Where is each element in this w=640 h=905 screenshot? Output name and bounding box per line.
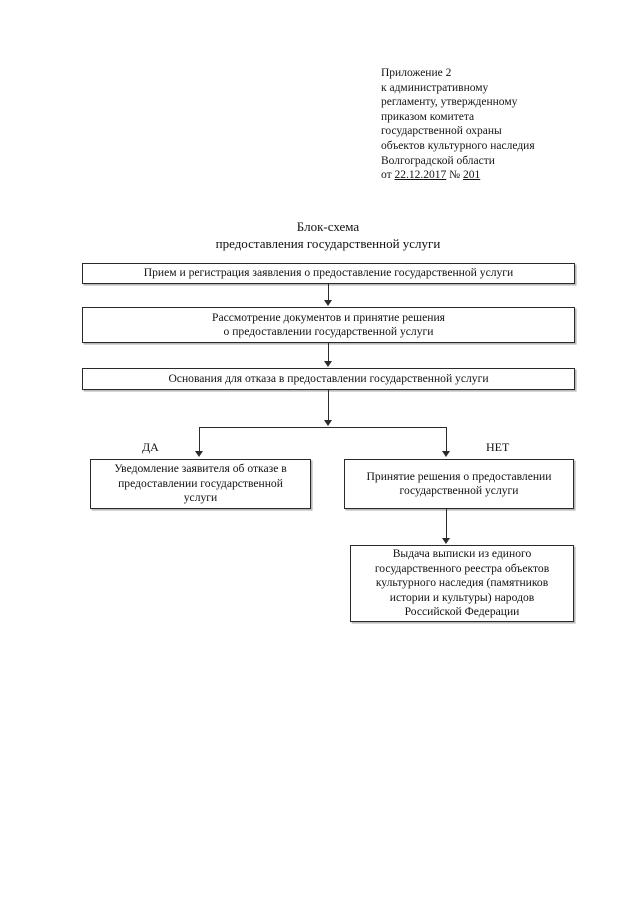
arrow-down-icon-intake-to-review [323,300,332,306]
connector-intake-to-review [327,284,329,301]
appendix-header-line-3: регламенту, утвержденному [381,96,518,109]
order-date: 22.12.2017 [394,169,447,182]
flowchart-box-decision-grant-line-2: государственной услуги [399,484,519,497]
page-title-line-2: предоставления государственной услуги [215,235,441,251]
arrow-down-icon-review-to-refusal-grounds [323,361,332,367]
connector-decision-grant-to-issue-extract [445,509,447,539]
appendix-order-line: от 22.12.2017 № 201 [381,168,631,183]
arrow-down-icon-decision-grant-to-issue-extract [441,538,450,544]
flowchart-box-review-line-2: о предоставлении государственной услуги [223,325,434,338]
flowchart-box-issue-extract-line-5: Российской Федерации [404,605,520,619]
branch-label-no: НЕТ [486,440,510,454]
order-number: 201 [462,169,481,182]
flowchart-box-notify-refusal: Уведомление заявителя об отказе в предос… [90,459,311,509]
flowchart-box-review-line-1: Рассмотрение документов и принятие решен… [212,310,445,324]
flowchart-box-issue-extract: Выдача выписки из единого государственно… [350,545,574,622]
page-title: Блок-схема предоставления государственно… [0,219,640,252]
appendix-header-line-2: к административному [381,81,489,94]
flowchart-box-refusal-grounds: Основания для отказа в предоставлении го… [82,368,575,390]
page-title-line-1: Блок-схема [296,219,360,234]
appendix-header-line-5: государственной охраны [381,125,502,138]
flowchart-box-decision-grant: Принятие решения о предоставлении госуда… [344,459,574,509]
flowchart-box-review: Рассмотрение документов и принятие решен… [82,307,575,343]
flowchart-box-intake: Прием и регистрация заявления о предоста… [82,263,575,284]
flowchart-box-refusal-grounds-text: Основания для отказа в предоставлении го… [168,371,489,385]
flowchart-box-issue-extract-line-2: государственного реестра объектов [374,561,550,575]
appendix-header-line-1: Приложение 2 [381,67,452,79]
flowchart-box-intake-text: Прием и регистрация заявления о предоста… [143,266,514,280]
connector-split-right-leg [445,427,447,452]
connector-review-to-refusal-grounds [327,343,329,362]
flowchart-box-notify-refusal-line-3: услуги [183,491,218,505]
flowchart-box-notify-refusal-line-2: предоставлении государственной [118,476,283,490]
flowchart-box-notify-refusal-line-1: Уведомление заявителя об отказе в [114,462,287,476]
branch-label-yes: ДА [142,440,159,454]
arrow-down-icon-split-right-leg [441,451,450,457]
connector-split-bar [199,427,447,429]
order-number-label: № [446,169,463,182]
appendix-header-line-7: Волгоградской области [381,154,495,167]
flowchart-box-decision-grant-line-1: Принятие решения о предоставлении [366,469,552,483]
order-prefix: от [381,169,395,182]
flowchart-box-issue-extract-line-1: Выдача выписки из единого [392,547,532,561]
arrow-down-icon-split-left-leg [195,451,203,457]
arrow-down-icon-refusal-grounds-to-split [323,420,332,426]
appendix-header: Приложение 2 к административному регламе… [381,66,631,183]
connector-refusal-grounds-to-split [327,390,329,421]
flowchart-box-issue-extract-line-3: культурного наследия (памятников [375,576,549,590]
connector-split-left-leg [199,427,201,452]
flowchart-box-issue-extract-line-4: истории и культуры) народов [389,590,535,604]
appendix-header-line-6: объектов культурного наследия [381,139,535,152]
appendix-header-line-4: приказом комитета [381,110,475,123]
